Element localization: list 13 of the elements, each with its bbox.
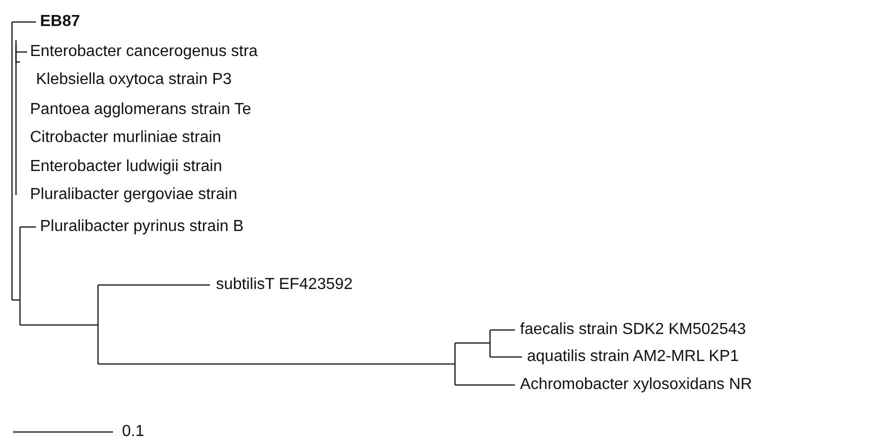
taxon-label: Citrobacter murliniae strain	[30, 129, 222, 147]
scale-value: 0.1	[122, 423, 144, 441]
taxon-label: Pluralibacter gergoviae strain	[30, 186, 238, 204]
taxon-label: Achromobacter xylosoxidans NR	[520, 376, 752, 394]
taxon-label: faecalis strain SDK2 KM502543	[520, 321, 746, 339]
taxon-label: aquatilis strain AM2-MRL KP1	[527, 348, 739, 366]
taxon-label: subtilisT EF423592	[216, 276, 353, 294]
taxon-label: Enterobacter ludwigii strain	[30, 158, 222, 176]
taxon-label: Pluralibacter pyrinus strain B	[40, 218, 244, 236]
taxon-label: EB87	[40, 13, 80, 31]
taxon-label: Klebsiella oxytoca strain P3	[36, 71, 232, 89]
taxon-label: Enterobacter cancerogenus stra	[30, 43, 258, 61]
taxon-label: Pantoea agglomerans strain Te	[30, 101, 252, 119]
